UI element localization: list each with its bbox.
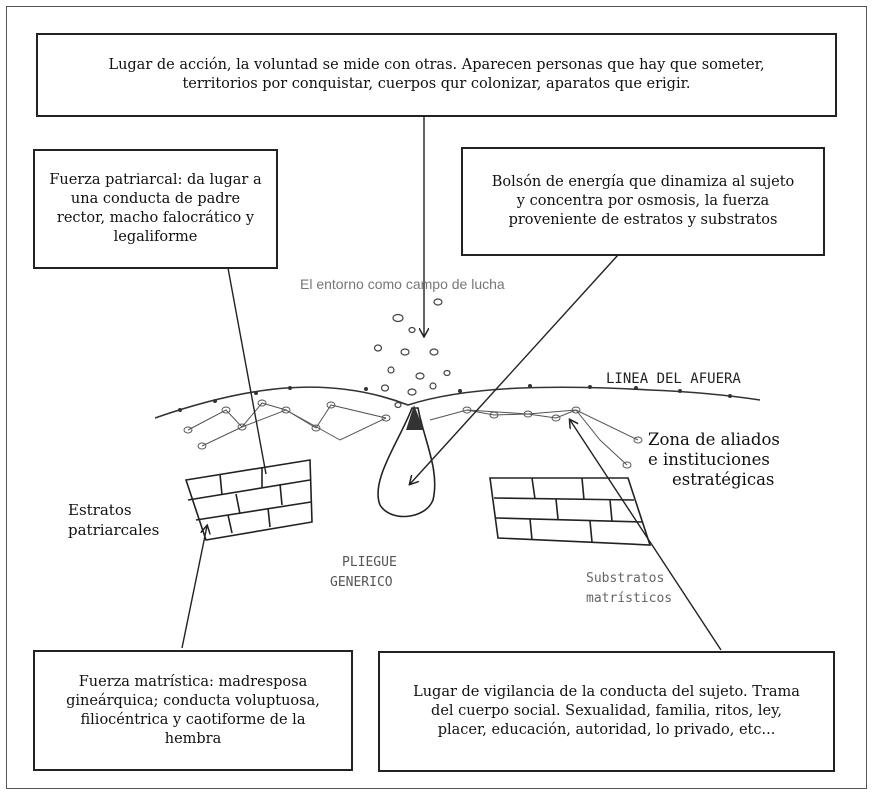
label-pliegue-line-1: PLIEGUE [342, 555, 397, 570]
label-pliegue-line-2: GENERICO [330, 575, 393, 590]
label-zona-line-1: Zona de aliados [648, 430, 780, 449]
box-lugar-de-vigilancia-text: Lugar de vigilancia de la conducta del s… [407, 683, 807, 740]
box-bolson-de-energia: Bolsón de energía que dinamiza al sujeto… [461, 147, 825, 256]
box-fuerza-matristica: Fuerza matrística: madresposa gineárquic… [33, 650, 353, 771]
box-fuerza-patriarcal-text: Fuerza patriarcal: da lugar a una conduc… [45, 171, 266, 247]
pliegue-fold [378, 408, 435, 516]
line-dots [178, 384, 732, 412]
box-bolson-de-energia-text: Bolsón de energía que dinamiza al sujeto… [488, 173, 798, 230]
label-estratos-line-2: patriarcales [68, 521, 159, 539]
estratos-wall [186, 460, 312, 540]
label-zona-line-3: estratégicas [672, 470, 774, 489]
box-lugar-de-vigilancia: Lugar de vigilancia de la conducta del s… [378, 651, 835, 772]
substratos-wall [490, 478, 650, 545]
linea-del-afuera-curve [155, 387, 760, 418]
box-lugar-de-accion: Lugar de acción, la voluntad se mide con… [36, 33, 837, 117]
arrow-matristica [182, 526, 207, 648]
label-substratos-line-1: Substratos [586, 571, 664, 586]
label-entorno: El entorno como campo de lucha [300, 276, 505, 292]
label-linea-del-afuera: LINEA DEL AFUERA [606, 371, 741, 387]
particles [375, 299, 451, 408]
label-substratos-line-2: matrísticos [586, 591, 672, 606]
label-estratos-line-1: Estratos [68, 501, 132, 519]
box-lugar-de-accion-text: Lugar de acción, la voluntad se mide con… [97, 56, 777, 94]
box-fuerza-patriarcal: Fuerza patriarcal: da lugar a una conduc… [33, 149, 278, 269]
label-zona-line-2: e instituciones [648, 450, 770, 469]
arrow-patriarcal [228, 268, 266, 474]
box-fuerza-matristica-text: Fuerza matrística: madresposa gineárquic… [58, 673, 328, 749]
